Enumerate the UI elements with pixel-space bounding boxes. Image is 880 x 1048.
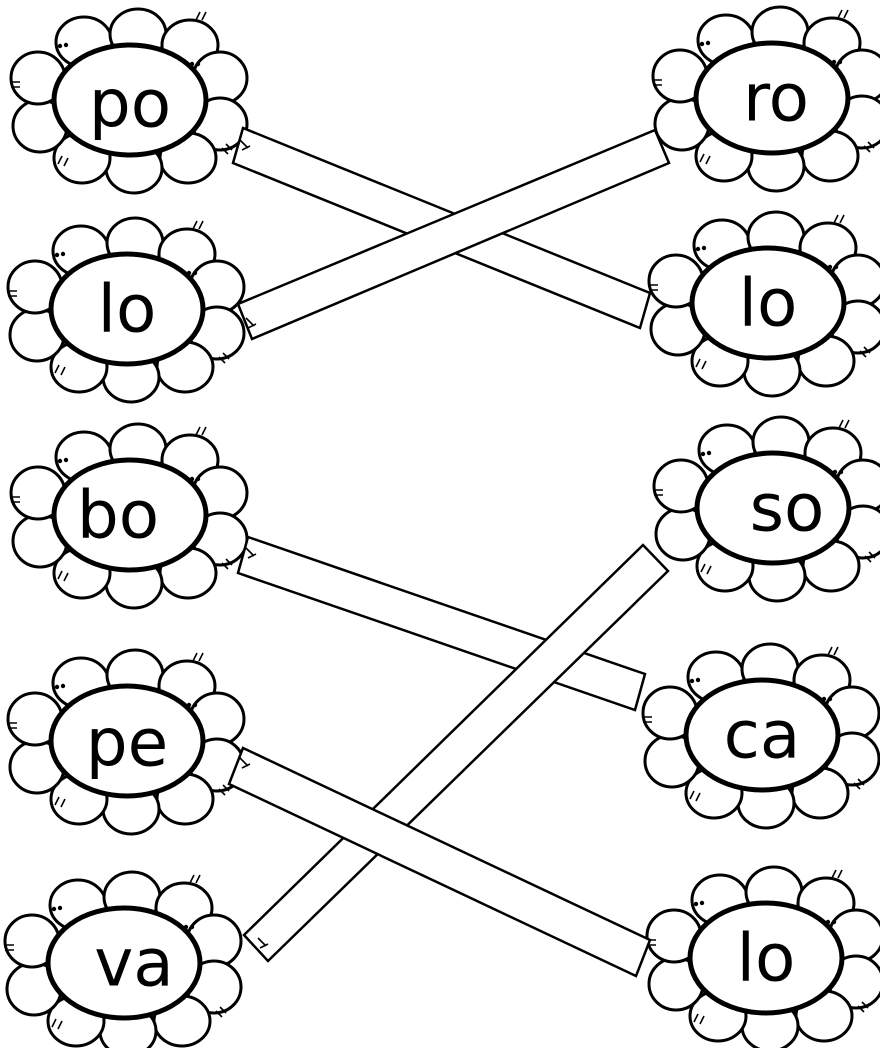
right-syllable-3: so [750, 470, 825, 547]
left-syllable-3: bo [77, 477, 159, 554]
right-syllable-1: ro [743, 60, 809, 137]
left-syllable-5: va [94, 925, 174, 1002]
connector-va-so[interactable] [244, 545, 668, 961]
left-syllable-4: pe [86, 705, 169, 782]
right-syllable-2: lo [739, 265, 798, 342]
left-syllable-1: po [89, 66, 171, 143]
left-syllable-2: lo [98, 271, 157, 348]
right-syllable-4: ca [724, 697, 801, 774]
right-syllable-5: lo [737, 920, 796, 997]
connector-bars [229, 128, 669, 976]
